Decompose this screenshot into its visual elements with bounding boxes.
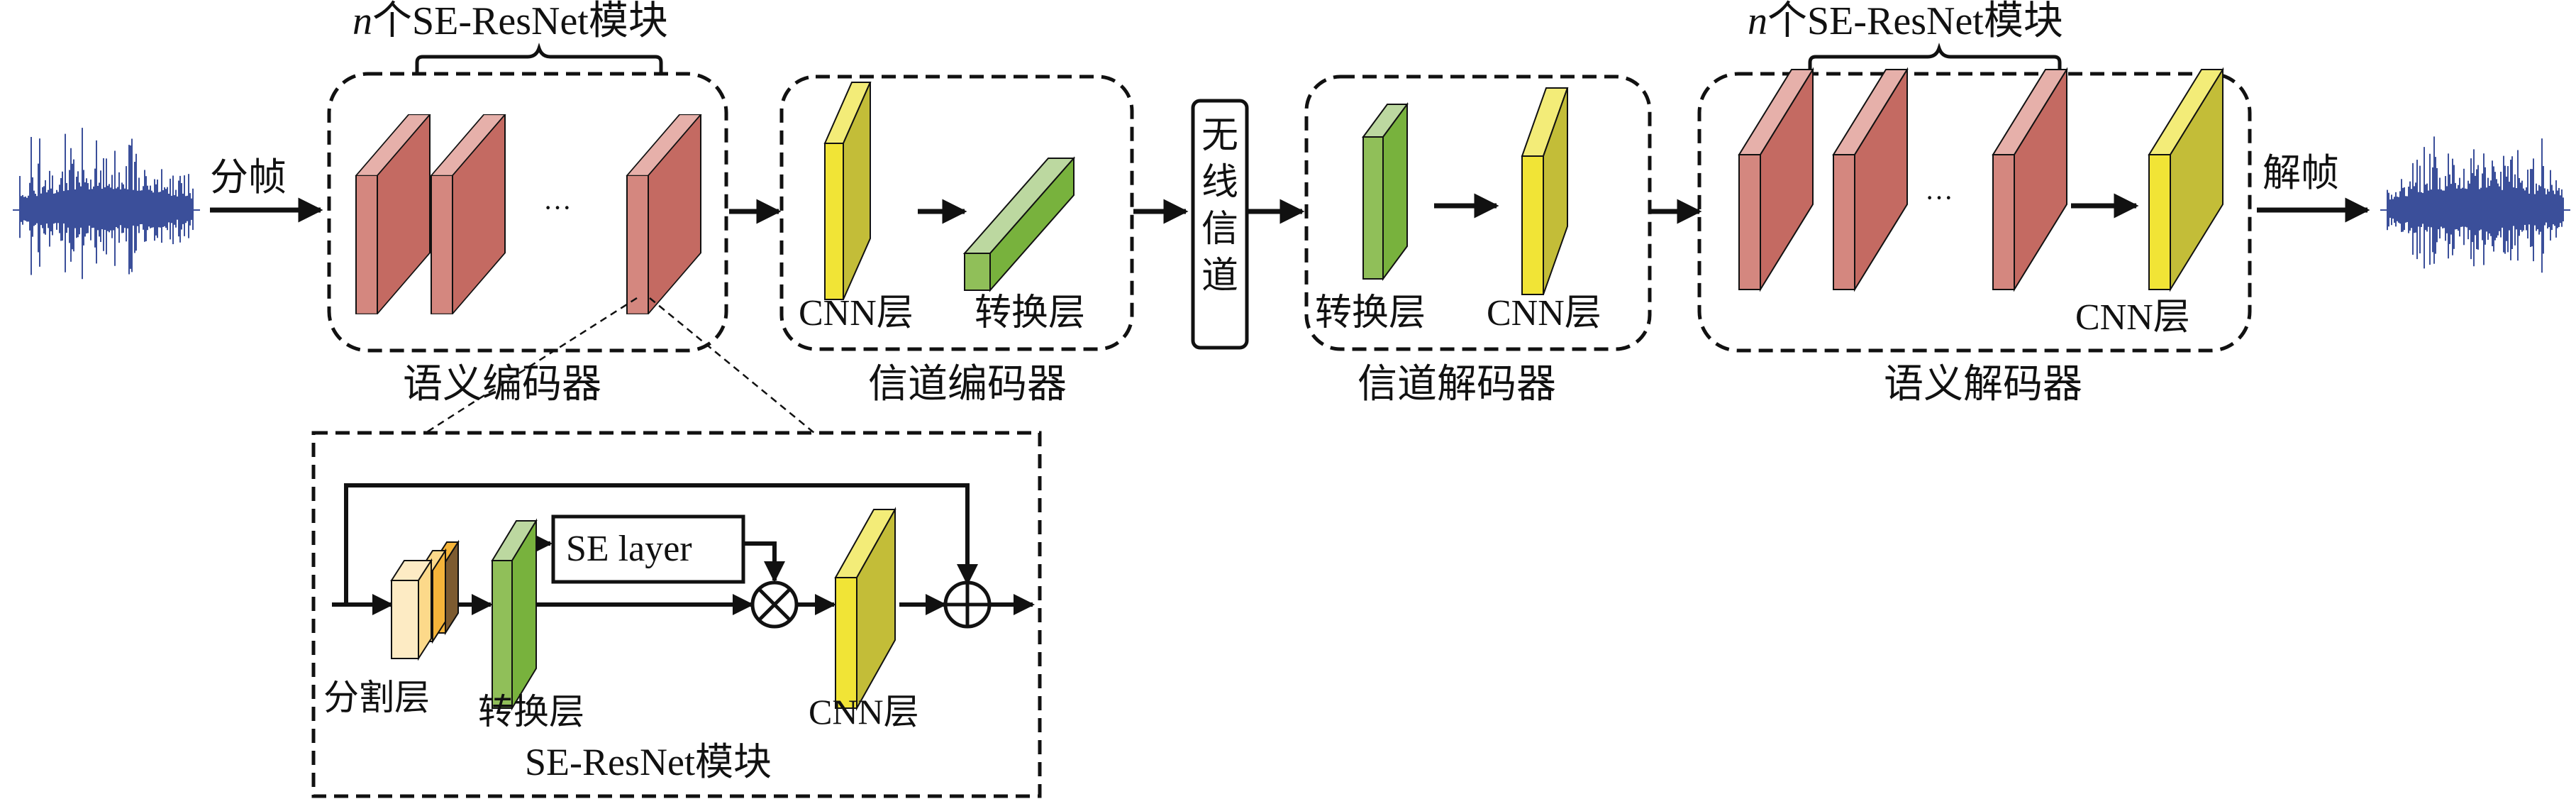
cnn-layer-block-front bbox=[1521, 155, 1544, 295]
channel-encoder: CNN层 转换层 信道编码器 bbox=[779, 75, 1134, 407]
wireless-channel-char-2: 线 bbox=[1201, 161, 1238, 204]
output-waveform-icon bbox=[2380, 136, 2570, 273]
channel-encoder-transform-label: 转换层 bbox=[975, 292, 1085, 334]
semantic-decoder-title: 语义解码器 bbox=[1884, 361, 2082, 407]
wireless-channel-char-3: 信 bbox=[1201, 208, 1238, 250]
se-resnet-block bbox=[1992, 67, 2068, 292]
cnn-layer-block-front bbox=[835, 577, 857, 709]
transform-layer-block bbox=[1362, 101, 1409, 282]
inset-leader-line-right bbox=[649, 297, 815, 434]
cnn-layer-block bbox=[823, 82, 872, 300]
add-node-icon bbox=[943, 580, 992, 629]
inset-transform-label: 转换层 bbox=[478, 691, 584, 732]
se-resnet-block bbox=[626, 114, 702, 314]
se-resnet-block-front bbox=[1992, 154, 2015, 290]
brace-label-n: n bbox=[352, 0, 372, 43]
channel-decoder-title: 信道解码器 bbox=[1358, 361, 1556, 407]
split-layer-block bbox=[390, 558, 433, 661]
transform-layer-block bbox=[962, 156, 1076, 292]
transform-layer-block-front bbox=[964, 253, 991, 291]
cnn-layer-block bbox=[834, 507, 896, 711]
semantic-decoder-ellipsis: ··· bbox=[1925, 182, 1953, 214]
se-resnet-block-front bbox=[1738, 154, 1761, 290]
semantic-decoder-brace-icon bbox=[1808, 43, 2062, 74]
deframing-label: 解帧 bbox=[2263, 150, 2339, 195]
se-resnet-inset: SE layer 分割层 转换层 CNN层 SE-ResNet模块 bbox=[311, 431, 1042, 798]
wireless-channel-char-1: 无 bbox=[1201, 114, 1238, 157]
semantic-encoder-brace-label: n个SE-ResNet模块 bbox=[352, 0, 668, 43]
se-resnet-block bbox=[1738, 67, 1814, 292]
se-resnet-inset-title: SE-ResNet模块 bbox=[525, 741, 772, 783]
cnn-layer-block bbox=[1521, 87, 1569, 295]
se-layer-output-line bbox=[743, 541, 785, 583]
wireless-channel-box bbox=[1191, 99, 1249, 350]
channel-encoder-title: 信道编码器 bbox=[868, 361, 1067, 407]
se-resnet-inset-border bbox=[311, 431, 1042, 798]
se-resnet-block-front bbox=[355, 175, 378, 314]
split-layer-label: 分割层 bbox=[323, 677, 430, 718]
inset-cnn-label: CNN层 bbox=[809, 692, 919, 732]
wireless-channel-char-4: 道 bbox=[1201, 255, 1238, 297]
se-layer-label: SE layer bbox=[566, 529, 692, 569]
channel-encoder-border bbox=[779, 75, 1134, 351]
se-resnet-block-front bbox=[626, 175, 649, 314]
channel-decoder-cnn-label: CNN层 bbox=[1487, 293, 1601, 334]
se-resnet-block bbox=[355, 114, 431, 314]
input-waveform-icon bbox=[13, 128, 200, 280]
transform-layer-block-front bbox=[492, 560, 513, 709]
semantic-decoder-cnn-label: CNN层 bbox=[2075, 297, 2190, 338]
semantic-decoder-brace-label: n个SE-ResNet模块 bbox=[1748, 0, 2063, 43]
wireless-channel: 无 线 信 道 bbox=[1191, 99, 1249, 350]
semantic-decoder: n个SE-ResNet模块 ··· CNN层 语义解码器 bbox=[1697, 0, 2252, 407]
split-layer-block-front bbox=[391, 580, 419, 659]
semantic-encoder-brace-icon bbox=[415, 43, 663, 74]
brace-label-n: n bbox=[1748, 0, 1767, 43]
semantic-encoder: n个SE-ResNet模块 ··· 语义编码器 bbox=[327, 0, 728, 407]
skip-connection-line bbox=[344, 483, 978, 605]
cnn-layer-block bbox=[2148, 67, 2224, 292]
channel-encoder-cnn-label: CNN层 bbox=[799, 293, 914, 334]
channel-decoder-border bbox=[1304, 75, 1652, 351]
se-resnet-block bbox=[430, 114, 506, 314]
channel-decoder-transform-label: 转换层 bbox=[1315, 292, 1426, 334]
se-resnet-block-front bbox=[1833, 154, 1855, 290]
brace-label-text: 个SE-ResNet模块 bbox=[372, 0, 668, 43]
multiply-node-icon bbox=[750, 580, 799, 629]
inset-leader-line-left bbox=[425, 297, 638, 434]
framing-label: 分帧 bbox=[210, 155, 287, 199]
se-resnet-block bbox=[1832, 67, 1909, 292]
cnn-layer-block-front bbox=[824, 143, 844, 300]
semantic-encoder-ellipsis: ··· bbox=[543, 192, 572, 224]
brace-label-text: 个SE-ResNet模块 bbox=[1767, 0, 2063, 43]
se-resnet-block-front bbox=[431, 175, 453, 314]
channel-decoder: 转换层 CNN层 信道解码器 bbox=[1304, 75, 1652, 407]
semantic-encoder-border bbox=[327, 72, 728, 353]
cnn-layer-block-front bbox=[2148, 154, 2171, 290]
transform-layer-block bbox=[491, 518, 538, 711]
transform-layer-block-front bbox=[1362, 136, 1384, 280]
se-layer-box bbox=[551, 514, 745, 584]
